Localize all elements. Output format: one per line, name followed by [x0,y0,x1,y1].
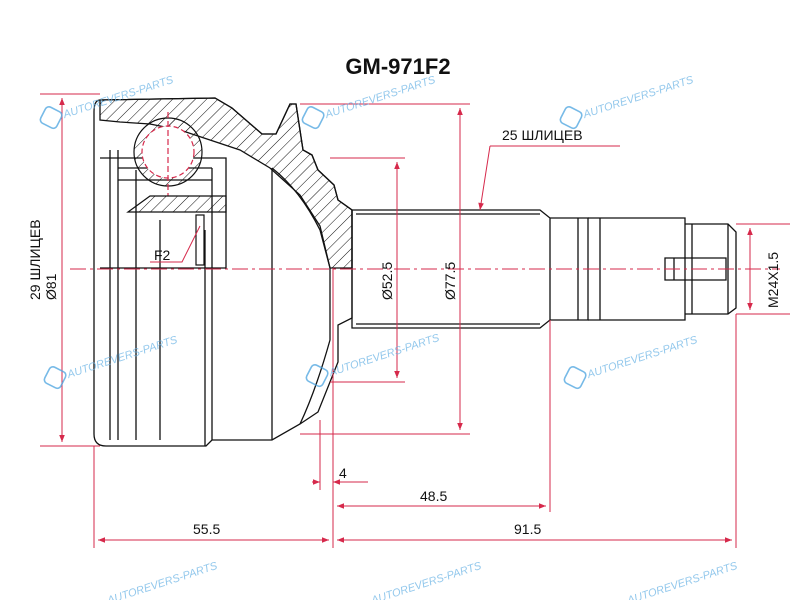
watermark-logo-icon [39,106,63,130]
svg-text:AUTOREVERS-PARTS: AUTOREVERS-PARTS [327,332,442,379]
svg-text:AUTOREVERS-PARTS: AUTOREVERS-PARTS [581,74,696,121]
thread-label: M24X1.5 [765,252,781,308]
outer-splines-label: 25 ШЛИЦЕВ [502,127,583,143]
joint-housing [93,97,353,447]
shaft-diameter-52-label: Ø52.5 [379,262,395,300]
dim-48-5-label: 48.5 [420,488,447,504]
watermark-logo-icon [43,366,67,390]
watermark: AUTOREVERS-PARTS [305,332,442,388]
dim-91-5-label: 91.5 [514,521,541,537]
watermark: AUTOREVERS-PARTS [625,560,740,600]
part-title: GM-971F2 [345,54,450,79]
watermark-logo-icon [305,364,329,388]
svg-text:AUTOREVERS-PARTS: AUTOREVERS-PARTS [585,334,700,381]
ring-marker-label: F2 [154,247,171,263]
watermark-logo-icon [563,366,587,390]
ball-and-cage [126,112,227,266]
dim-55-5-label: 55.5 [193,521,220,537]
svg-text:AUTOREVERS-PARTS: AUTOREVERS-PARTS [105,560,220,600]
shaft-diameter-77-label: Ø77.5 [442,262,458,300]
svg-text:AUTOREVERS-PARTS: AUTOREVERS-PARTS [625,560,740,600]
watermark-logo-icon [301,106,325,130]
svg-text:AUTOREVERS-PARTS: AUTOREVERS-PARTS [65,334,180,381]
inner-splines-label: 29 ШЛИЦЕВ [27,219,43,300]
watermark-logo-icon [559,106,583,130]
watermark: AUTOREVERS-PARTS [369,560,484,600]
outer-diameter-label: Ø81 [43,273,59,300]
dim-4-label: 4 [339,465,347,481]
watermark: AUTOREVERS-PARTS [105,560,220,600]
svg-text:AUTOREVERS-PARTS: AUTOREVERS-PARTS [323,74,438,121]
watermark: AUTOREVERS-PARTS [563,334,700,390]
watermark: AUTOREVERS-PARTS [559,74,696,130]
svg-text:AUTOREVERS-PARTS: AUTOREVERS-PARTS [369,560,484,600]
dimension-lines [40,93,790,548]
